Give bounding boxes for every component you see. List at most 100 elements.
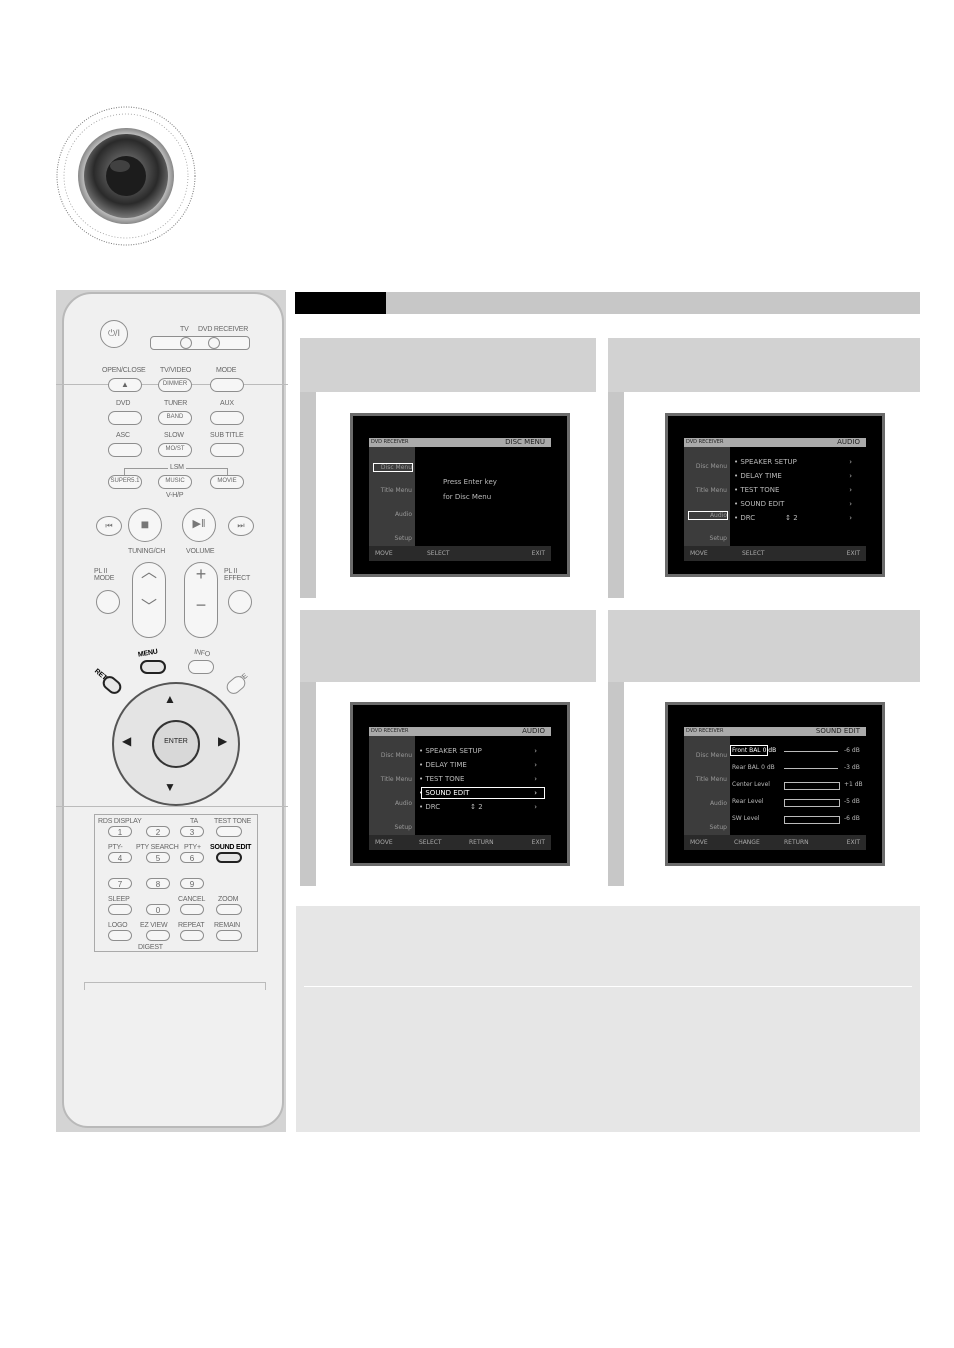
osd-item: • TEST TONE (734, 486, 780, 494)
osd-selection-box (730, 745, 768, 756)
left-arrow-icon[interactable]: ◀ (122, 734, 132, 748)
remain-button[interactable] (216, 930, 242, 941)
num-3-button[interactable]: 3 (180, 826, 204, 837)
num-9-button[interactable]: 9 (180, 878, 204, 889)
play-pause-button[interactable]: ▶‖ (182, 508, 216, 542)
osd-item: • SPEAKER SETUP (734, 458, 797, 466)
volume-down-icon[interactable]: − (195, 595, 207, 615)
mode-label: MODE (216, 367, 237, 374)
super51-button[interactable]: SUPER5.1 (108, 475, 142, 489)
num-5-button[interactable]: 5 (146, 852, 170, 863)
osd-item-arrow-icon: › (534, 803, 537, 811)
osd-exit: EXIT (846, 550, 860, 557)
zoom-label: ZOOM (218, 896, 239, 903)
up-arrow-icon[interactable]: ▲ (164, 692, 176, 706)
osd-message-line-1: Press Enter key (443, 478, 497, 486)
mo-st-button[interactable]: MO/ST (158, 443, 192, 457)
divider (84, 982, 266, 990)
open-close-button[interactable]: ▲ (108, 378, 142, 392)
osd-sidebar: Disc Menu Title Menu Audio Setup (369, 736, 415, 835)
digest-label: DIGEST (138, 944, 163, 951)
num-2-button[interactable]: 2 (146, 826, 170, 837)
band-button[interactable]: BAND (158, 411, 192, 425)
dvd-button[interactable] (108, 411, 142, 425)
step-1-margin (300, 392, 316, 598)
mode-select-bar (150, 336, 250, 350)
tv-label: TV (180, 326, 189, 333)
osd-side-title-menu: Title Menu (380, 776, 412, 783)
aux-label: AUX (220, 400, 234, 407)
osd-move: MOVE (690, 839, 708, 846)
tv-mode-button[interactable] (180, 337, 192, 349)
osd-item-arrow-icon: › (849, 458, 852, 466)
osd-title: SOUND EDIT (815, 727, 860, 735)
subtitle-button[interactable] (210, 443, 244, 457)
power-button[interactable]: ⏻/I (100, 320, 128, 348)
test-tone-button[interactable] (216, 826, 242, 837)
tuning-down-icon[interactable]: ﹀ (140, 599, 157, 616)
osd-footer: MOVE SELECT RETURN EXIT (369, 835, 551, 850)
step-2-margin (608, 392, 624, 598)
cancel-button[interactable] (180, 904, 204, 915)
num-4-button[interactable]: 4 (108, 852, 132, 863)
skip-back-button[interactable]: ⏮ (96, 516, 122, 536)
aux-button[interactable] (210, 411, 244, 425)
sound-edit-button[interactable] (216, 852, 242, 863)
zoom-button[interactable] (216, 904, 242, 915)
osd-return: RETURN (784, 839, 809, 846)
notes-divider (304, 986, 912, 987)
osd-side-audio: Audio (709, 800, 727, 807)
osd-item: • SPEAKER SETUP (419, 747, 482, 755)
osd-side-disc-menu: Disc Menu (695, 463, 727, 470)
osd-item: • TEST TONE (419, 775, 465, 783)
tuning-up-icon[interactable]: ︿ (140, 564, 157, 581)
num-6-button[interactable]: 6 (180, 852, 204, 863)
enter-button[interactable]: ENTER (152, 720, 200, 768)
asc-button[interactable] (108, 443, 142, 457)
volume-up-icon[interactable]: + (195, 564, 207, 584)
osd-selection-box (421, 787, 545, 799)
dvd-receiver-mode-button[interactable] (208, 337, 220, 349)
mode-button[interactable] (210, 378, 244, 392)
osd-footer: MOVE SELECT EXIT (369, 546, 551, 561)
remain-label: REMAIN (214, 922, 241, 929)
osd-item-arrow-icon: › (849, 486, 852, 494)
right-arrow-icon[interactable]: ▶ (218, 734, 228, 748)
pl-effect-button[interactable] (228, 590, 252, 614)
dimmer-button[interactable]: DIMMER (158, 378, 192, 392)
osd-item-selected: • SOUND EDIT (419, 789, 470, 797)
osd-side-audio: Audio (394, 800, 412, 807)
menu-label: MENU (137, 648, 159, 659)
pl-mode-button[interactable] (96, 590, 120, 614)
movie-button[interactable]: MOVIE (210, 475, 244, 489)
sleep-button[interactable] (108, 904, 132, 915)
osd-change: CHANGE (734, 839, 760, 846)
music-button[interactable]: MUSIC (158, 475, 192, 489)
skip-forward-button[interactable]: ⏭ (228, 516, 254, 536)
ez-view-button[interactable] (146, 930, 170, 941)
logo-button[interactable] (108, 930, 132, 941)
direction-pad: ▲ ▼ ◀ ▶ ENTER (112, 682, 240, 806)
level-bar (784, 782, 840, 790)
down-arrow-icon[interactable]: ▼ (164, 780, 176, 794)
osd-select: SELECT (427, 550, 450, 557)
num-7-button[interactable]: 7 (108, 878, 132, 889)
level-bar (784, 799, 840, 807)
osd-exit: EXIT (531, 839, 545, 846)
num-1-button[interactable]: 1 (108, 826, 132, 837)
osd-move: MOVE (375, 839, 393, 846)
pty-minus-label: PTY- (108, 844, 123, 851)
stop-button[interactable]: ■ (128, 508, 162, 542)
repeat-button[interactable] (180, 930, 204, 941)
osd-row-value: -3 dB (844, 764, 860, 771)
osd-side-audio: Audio (394, 511, 412, 518)
menu-button[interactable] (140, 660, 166, 674)
info-button[interactable] (188, 660, 214, 674)
osd-brand: DVD RECEIVER (686, 439, 724, 445)
repeat-label: REPEAT (178, 922, 205, 929)
cancel-label: CANCEL (178, 896, 206, 903)
num-0-button[interactable]: 0 (146, 904, 170, 915)
num-8-button[interactable]: 8 (146, 878, 170, 889)
